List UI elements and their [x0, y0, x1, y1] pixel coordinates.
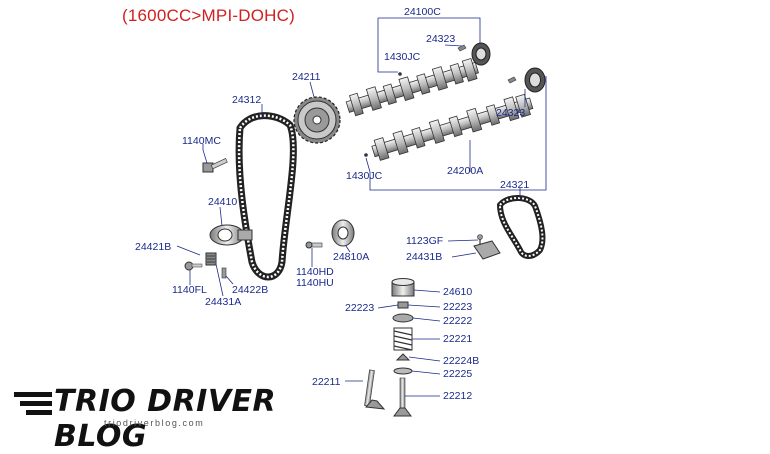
- dowel-pin-upper: [398, 72, 402, 76]
- label-1123gf: 1123GF: [406, 235, 444, 247]
- label-22223-right: 22223: [443, 301, 473, 313]
- timing-belt: [235, 112, 297, 281]
- label-22211: 22211: [312, 376, 341, 388]
- diagram-canvas: [176, 17, 547, 417]
- label-22224b: 22224B: [443, 355, 480, 367]
- oil-seal-upper: [471, 42, 491, 66]
- speed-lines-icon: [14, 392, 52, 415]
- spring-seat: [393, 367, 413, 375]
- tensioner-spring: [205, 252, 217, 266]
- tensioner-pulley: [209, 224, 253, 246]
- leader-lines: [176, 17, 547, 397]
- label-24810a: 24810A: [333, 251, 370, 263]
- label-24211: 24211: [292, 71, 321, 83]
- retainer-lock-upper: [397, 301, 409, 309]
- label-22223-left: 22223: [345, 302, 375, 314]
- stud-24422b: [221, 267, 227, 279]
- label-24431a: 24431A: [205, 296, 242, 308]
- label-22212: 22212: [443, 390, 473, 402]
- label-24200a: 24200A: [447, 165, 484, 177]
- label-22221: 22221: [443, 333, 473, 345]
- intake-camshaft: [345, 57, 479, 117]
- label-22225: 22225: [443, 368, 473, 380]
- label-24100c: 24100C: [404, 6, 441, 18]
- label-1430jc-upper: 1430JC: [384, 51, 421, 63]
- label-24421b: 24421B: [135, 241, 172, 253]
- valve-lifter: [391, 278, 415, 297]
- label-22222: 22222: [443, 315, 473, 327]
- label-24610: 24610: [443, 286, 473, 298]
- label-24431b: 24431B: [406, 251, 443, 263]
- spring-retainer: [392, 313, 414, 323]
- bolt-1123gf: [477, 234, 483, 244]
- diagram-title: (1600CC>MPI-DOHC): [122, 6, 295, 25]
- label-1140hu: 1140HU: [296, 277, 334, 289]
- stem-seal: [395, 353, 411, 361]
- plug-lower: [507, 76, 517, 84]
- aux-belt: [496, 195, 546, 259]
- label-24422b: 24422B: [232, 284, 269, 296]
- label-1140fl: 1140FL: [172, 284, 207, 296]
- label-24323-upper: 24323: [426, 33, 456, 45]
- label-24321: 24321: [500, 179, 530, 191]
- label-24323-lower: 24323: [496, 107, 526, 119]
- label-1140hd: 1140HD: [296, 266, 334, 278]
- watermark-url: triodriverblog.com: [104, 418, 205, 428]
- oil-seal-lower: [524, 67, 546, 93]
- blog-watermark: TRIO DRIVER BLOG triodriverblog.com: [10, 384, 300, 454]
- dowel-pin-lower: [364, 153, 368, 157]
- idler-pulley: [305, 219, 355, 249]
- label-1430jc-lower: 1430JC: [346, 170, 383, 182]
- label-1140mc: 1140MC: [182, 135, 221, 147]
- cam-sprocket: [293, 96, 341, 144]
- bolt-1140mc: [202, 158, 228, 173]
- exhaust-valve: [393, 377, 412, 417]
- label-24410: 24410: [208, 196, 238, 208]
- parts-diagram: (1600CC>MPI-DOHC) 24100C 24323 1430JC 24…: [10, 6, 547, 454]
- bolt-1140fl: [184, 261, 203, 271]
- bracket-24431b: [473, 240, 501, 260]
- exhaust-camshaft: [371, 93, 534, 161]
- intake-valve: [364, 369, 386, 410]
- label-24312: 24312: [232, 94, 262, 106]
- valve-spring: [393, 327, 413, 351]
